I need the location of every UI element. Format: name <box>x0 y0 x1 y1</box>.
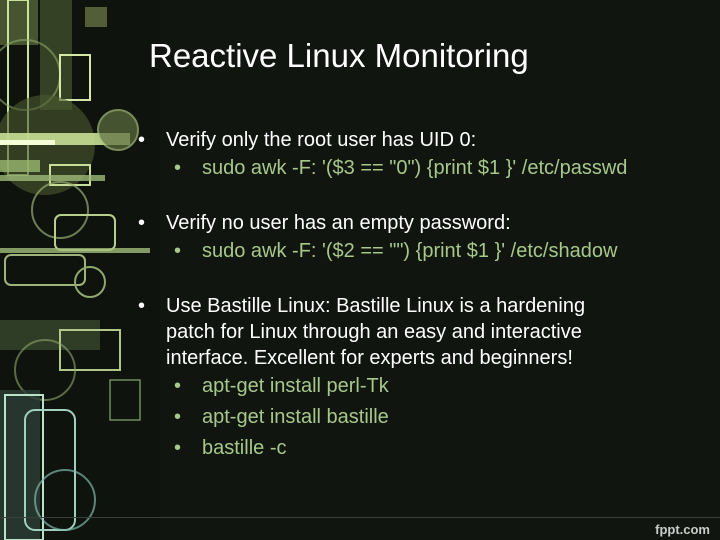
bullet-text-line: Use Bastille Linux: Bastille Linux is a … <box>166 295 586 317</box>
bullet-icon: • <box>138 212 146 234</box>
command-text: sudo awk -F: '($3 == "0") {print $1 }' /… <box>202 157 628 179</box>
sub-bullet-item: • bastille -c <box>138 433 698 464</box>
bullet-item-root-uid: • Verify only the root user has UID 0: <box>138 127 698 153</box>
bullet-icon: • <box>174 157 182 179</box>
slide-title: Reactive Linux Monitoring <box>149 37 529 74</box>
sub-bullet-item: • sudo awk -F: '($2 == "") {print $1 }' … <box>138 236 698 267</box>
command-text: apt-get install perl-Tk <box>202 375 389 397</box>
bullet-icon: • <box>138 295 146 317</box>
sub-bullet-item: • apt-get install bastille <box>138 402 698 433</box>
bullet-text-line: interface. Excellent for experts and beg… <box>166 347 573 369</box>
sub-bullet-item: • sudo awk -F: '($3 == "0") {print $1 }'… <box>138 153 698 184</box>
bullet-icon: • <box>174 375 182 397</box>
bullet-text: Verify no user has an empty password: <box>166 212 511 234</box>
command-text: sudo awk -F: '($2 == "") {print $1 }' /e… <box>202 240 618 262</box>
bullet-item-bastille: • Use Bastille Linux: Bastille Linux is … <box>138 293 698 371</box>
bullet-text: Verify only the root user has UID 0: <box>166 129 477 151</box>
bullet-icon: • <box>174 240 182 262</box>
bullet-icon: • <box>174 437 182 459</box>
bullet-text-line: patch for Linux through an easy and inte… <box>166 321 582 343</box>
bullet-icon: • <box>174 406 182 428</box>
footer-watermark: fppt.com <box>655 522 710 537</box>
command-text: bastille -c <box>202 437 287 459</box>
decorative-background-graphic <box>0 0 160 540</box>
bullet-list: • Verify only the root user has UID 0: •… <box>138 127 698 464</box>
command-text: apt-get install bastille <box>202 406 389 428</box>
bullet-icon: • <box>138 129 146 151</box>
bullet-item-empty-password: • Verify no user has an empty password: <box>138 210 698 236</box>
sub-bullet-item: • apt-get install perl-Tk <box>138 371 698 402</box>
footer-divider <box>0 517 720 518</box>
